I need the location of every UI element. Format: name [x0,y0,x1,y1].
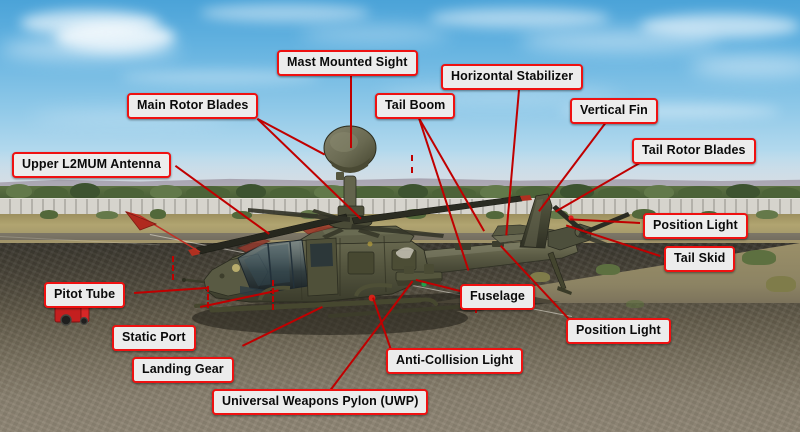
bush [486,211,504,219]
tree [270,187,310,199]
bush [756,210,778,219]
tree [432,187,476,199]
callout-static-port[interactable]: Static Port [112,325,196,351]
position-light-tail [568,215,574,221]
landing-light [232,264,240,272]
upper-door-panels [237,221,339,253]
callout-anti-collision-light[interactable]: Anti-Collision Light [386,348,524,374]
grass-clump [626,300,644,308]
upper-l2mum-antenna [124,211,201,253]
rotor-mast [336,172,365,223]
grass-clump [766,276,796,292]
tail-rotor-assembly [547,205,630,251]
tree [186,186,230,199]
grass-clump [742,250,776,265]
cloud [120,70,320,84]
tree [726,184,760,199]
tree [34,186,68,199]
tree [104,187,144,199]
callout-tail-rotor-blades[interactable]: Tail Rotor Blades [632,138,756,164]
bush [96,211,118,219]
tree [560,184,594,199]
tree [678,186,722,199]
main-rotor-blades [188,195,532,256]
static-port-part [269,289,275,295]
tick-mark-mid [272,280,274,310]
cloud [430,8,610,28]
anti-collision-light-part [368,294,376,302]
callout-upper-l2mum-antenna[interactable]: Upper L2MUM Antenna [12,152,171,178]
cloud [690,56,800,76]
tick-mark-tail [411,155,413,173]
bush [232,211,252,219]
tick-mark-nose [172,256,174,280]
callout-tail-boom[interactable]: Tail Boom [375,93,456,119]
tree [314,185,348,199]
callout-position-light-lower[interactable]: Position Light [566,318,671,344]
pitot-tube-part [185,278,205,284]
grass-clump [596,264,620,275]
tree [398,184,428,199]
tree [480,185,512,199]
tree [236,184,266,199]
universal-weapons-pylon [395,264,443,286]
callout-horizontal-stabilizer[interactable]: Horizontal Stabilizer [441,64,584,90]
callout-position-light-upper[interactable]: Position Light [643,213,748,239]
callout-landing-gear[interactable]: Landing Gear [132,357,234,383]
bush [150,209,166,219]
callout-universal-weapons-pylon[interactable]: Universal Weapons Pylon (UWP) [212,389,429,415]
callout-pitot-tube[interactable]: Pitot Tube [44,282,126,308]
tree [644,185,674,199]
callout-tail-skid[interactable]: Tail Skid [664,246,736,272]
exhaust-duct [396,247,414,259]
tree [352,186,394,199]
bush [40,210,58,219]
callout-main-rotor-blades[interactable]: Main Rotor Blades [127,93,259,119]
grass-clump [530,272,550,282]
mast-mounted-sight [323,125,377,173]
cloud [300,26,450,42]
cloud [520,30,720,52]
callout-vertical-fin[interactable]: Vertical Fin [570,98,658,124]
landing-gear [194,283,472,318]
position-light-part [421,281,427,287]
perimeter-wall [0,198,800,217]
vertical-fin [519,193,553,249]
tree [70,183,100,199]
tree [150,185,182,199]
tree [762,187,800,199]
tree [598,187,640,199]
cockpit [237,237,339,298]
cloud [640,14,800,38]
leader-mast-mounted-sight [350,76,352,148]
callout-mast-mounted-sight[interactable]: Mast Mounted Sight [277,50,418,76]
tree [6,184,32,198]
cloud [200,4,370,22]
pitot-and-static [182,278,275,295]
callout-fuselage[interactable]: Fuselage [460,284,535,310]
tail-skid [547,251,572,295]
cloud [0,38,180,60]
bush [548,210,568,219]
